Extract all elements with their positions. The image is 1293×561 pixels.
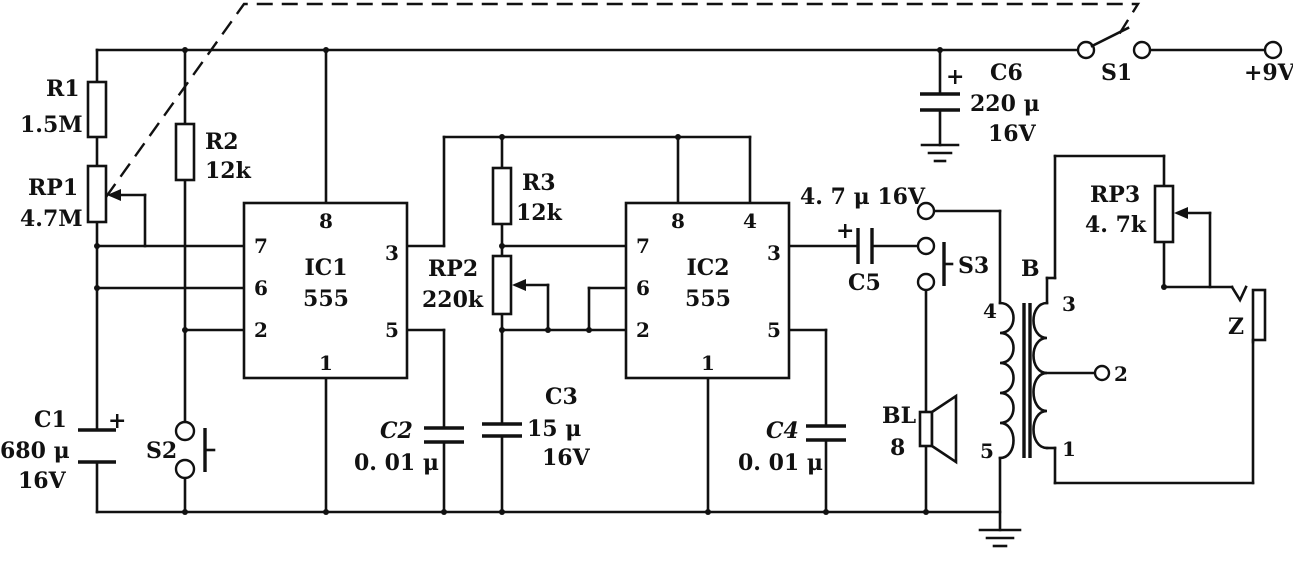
- rp2-value: 220k: [422, 287, 484, 313]
- supply-label: +9V: [1244, 60, 1293, 86]
- c5-value: 4. 7 μ 16V: [800, 184, 926, 210]
- ic2-ref: IC2: [686, 255, 729, 281]
- r3-value: 12k: [516, 200, 563, 226]
- ic2-pin-8: 8: [671, 209, 685, 233]
- c6-ref: C6: [990, 60, 1023, 86]
- s3-ref: S3: [958, 253, 989, 279]
- transformer-tap-terminal: [1093, 364, 1111, 382]
- c3-ref: C3: [545, 384, 578, 410]
- capacitor-c6: [920, 92, 960, 112]
- ground-symbol-c6: [920, 143, 960, 163]
- b-pin-1: 1: [1062, 437, 1076, 461]
- ic1-type: 555: [303, 286, 349, 312]
- c6-polarity: +: [946, 64, 964, 90]
- speaker-icon: [918, 393, 958, 465]
- capacitor-c1: [78, 428, 116, 464]
- ic1-body: [242, 201, 409, 380]
- ic2-pin-5: 5: [767, 318, 781, 342]
- r1-ref: R1: [46, 76, 80, 102]
- c2-ref: C2: [380, 418, 413, 444]
- b-pin-5: 5: [980, 439, 994, 463]
- ic1-pin-2: 2: [254, 318, 268, 342]
- rp2-ref: RP2: [428, 256, 478, 282]
- mechanical-link-dashed: [105, 2, 1141, 198]
- potentiometer-rp3: [1153, 184, 1175, 244]
- s2-ref: S2: [146, 438, 177, 464]
- piezo-icon: [1230, 285, 1267, 344]
- c5-polarity: +: [836, 218, 854, 244]
- c4-value: 0. 01 μ: [738, 450, 823, 476]
- bl-ref: BL: [882, 403, 916, 429]
- ic2-pin-2: 2: [636, 318, 650, 342]
- s1-ref: S1: [1101, 60, 1132, 86]
- b-ref: B: [1021, 256, 1040, 282]
- potentiometer-rp2: [491, 254, 513, 316]
- c1-value: 680 μ: [0, 438, 70, 464]
- junction-dots: [94, 47, 1167, 515]
- c2-value: 0. 01 μ: [354, 450, 439, 476]
- labels: R1 1.5M RP1 4.7M R2 12k C1 680 μ 16V + S…: [0, 60, 1293, 494]
- ic2-type: 555: [685, 286, 731, 312]
- resistor-r3: [491, 166, 513, 226]
- c3-value: 15 μ: [527, 416, 581, 442]
- resistor-r1: [86, 80, 108, 139]
- rp1-ref: RP1: [28, 175, 78, 201]
- c1-ref: C1: [34, 407, 67, 433]
- ic1-pin-3: 3: [385, 241, 399, 265]
- rp1-value: 4.7M: [20, 206, 83, 232]
- transformer-b: [998, 301, 1049, 460]
- ic2-body: [624, 201, 791, 380]
- capacitor-c2: [424, 426, 464, 444]
- r2-ref: R2: [205, 129, 239, 155]
- ic2-pin-1: 1: [701, 351, 715, 375]
- r1-value: 1.5M: [20, 112, 83, 138]
- capacitor-c5: [856, 228, 874, 264]
- c1-rating: 16V: [18, 468, 67, 494]
- ic1-pin-6: 6: [254, 276, 268, 300]
- c6-value: 220 μ: [970, 91, 1040, 117]
- r3-ref: R3: [522, 170, 556, 196]
- rp2-wiper-arrow: [512, 279, 526, 291]
- b-pin-3: 3: [1062, 292, 1076, 316]
- supply-terminal: [1263, 40, 1283, 60]
- ic2-pin-6: 6: [636, 276, 650, 300]
- r2-value: 12k: [205, 158, 252, 184]
- capacitor-c4: [806, 424, 846, 442]
- c6-rating: 16V: [988, 121, 1037, 147]
- z-ref: Z: [1228, 314, 1244, 340]
- ic1-pin-7: 7: [254, 234, 268, 258]
- ic2-pin-3: 3: [767, 241, 781, 265]
- b-pin-4: 4: [983, 299, 997, 323]
- ground-symbol-main: [978, 528, 1022, 548]
- c4-ref: C4: [766, 418, 799, 444]
- wires: [95, 48, 1267, 532]
- rp3-value: 4. 7k: [1085, 212, 1147, 238]
- switch-s1: [1076, 26, 1152, 60]
- switch-s3: [916, 201, 954, 292]
- b-pin-2: 2: [1114, 362, 1128, 386]
- ic1-ref: IC1: [304, 255, 347, 281]
- rp3-ref: RP3: [1090, 182, 1140, 208]
- rp1-wiper-arrow: [107, 189, 121, 201]
- ic2-pin-7: 7: [636, 234, 650, 258]
- switch-s2: [174, 420, 216, 480]
- c1-polarity: +: [108, 408, 126, 434]
- capacitor-c3: [482, 422, 522, 438]
- ic1-pin-5: 5: [385, 318, 399, 342]
- ic2-pin-4: 4: [743, 209, 757, 233]
- bl-value: 8: [890, 435, 905, 461]
- ic1-pin-8: 8: [319, 209, 333, 233]
- c5-ref: C5: [848, 270, 881, 296]
- rp3-wiper-arrow: [1174, 207, 1188, 219]
- potentiometer-rp1: [86, 164, 108, 224]
- resistor-r2: [174, 122, 196, 182]
- ic1-pin-1: 1: [319, 351, 333, 375]
- c3-rating: 16V: [542, 445, 591, 471]
